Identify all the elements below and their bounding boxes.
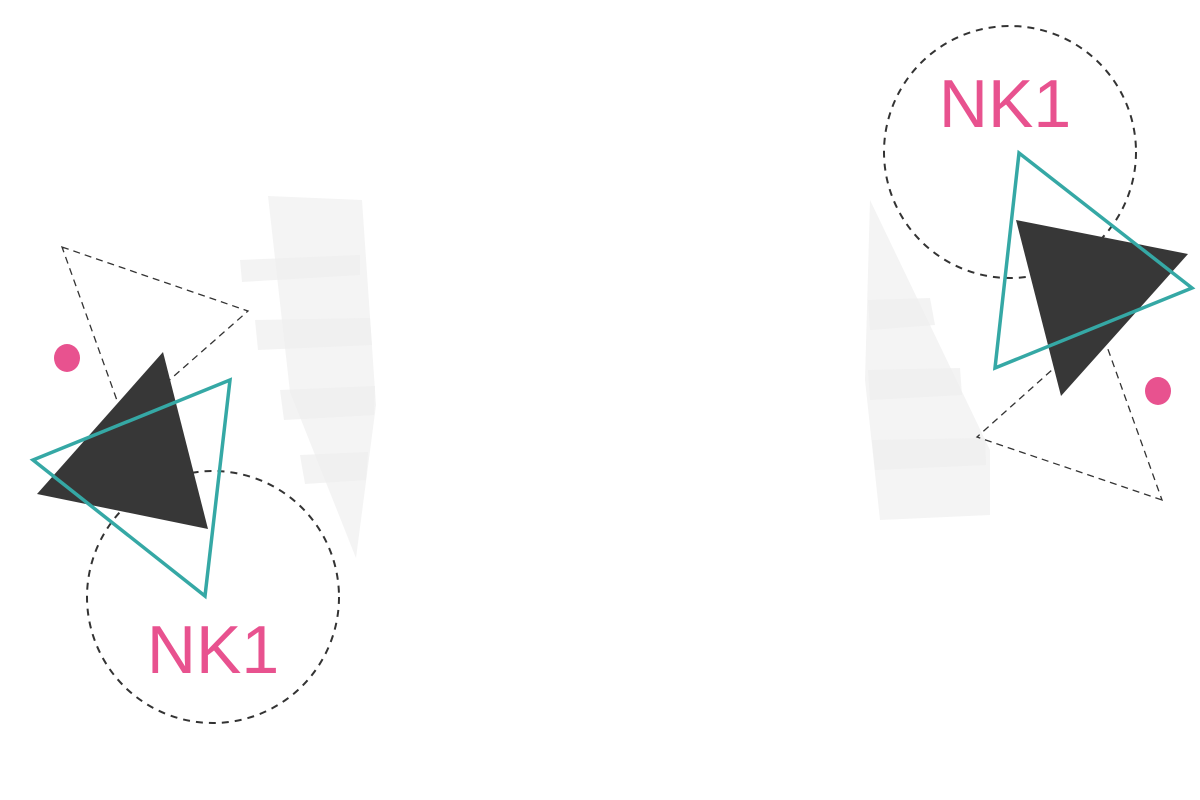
left-texture-stroke-4: [300, 452, 368, 484]
left-textured-triangle: [268, 196, 376, 558]
right-dashed-triangle: [975, 325, 1164, 502]
right-accent-dot: [1145, 377, 1171, 405]
left-accent-dot: [54, 344, 80, 372]
right-texture-stroke-2: [868, 368, 962, 400]
left-dashed-circle: [86, 470, 340, 724]
right-group: NK1: [865, 25, 1196, 520]
left-texture-stroke-1: [240, 255, 360, 282]
right-dashed-circle: [883, 25, 1137, 279]
right-outline-triangle: [992, 149, 1196, 371]
right-texture-stroke-1: [868, 298, 935, 330]
left-dashed-triangle: [60, 245, 250, 422]
left-solid-triangle: [37, 352, 208, 529]
left-texture-stroke-3: [280, 386, 375, 420]
left-group: NK1: [29, 196, 376, 724]
left-outline-triangle: [29, 377, 233, 600]
left-texture-stroke-2: [255, 318, 372, 350]
left-label: NK1: [147, 612, 279, 688]
right-solid-triangle: [1016, 220, 1188, 396]
right-texture-stroke-3: [872, 438, 986, 470]
right-label: NK1: [939, 66, 1071, 142]
